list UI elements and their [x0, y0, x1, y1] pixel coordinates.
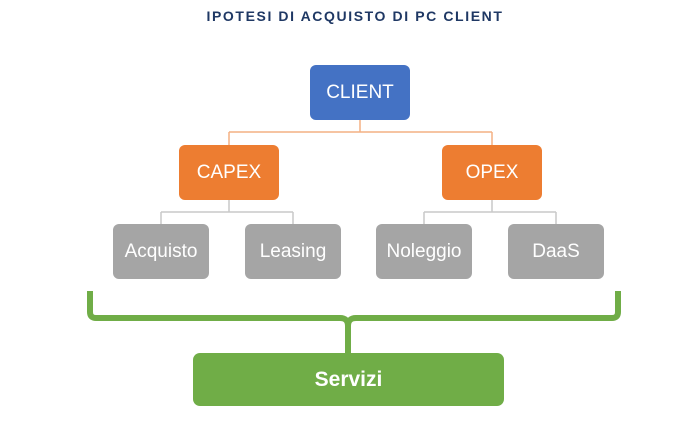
- daas-node: DaaS: [508, 224, 604, 279]
- leasing-node: Leasing: [245, 224, 341, 279]
- root-connector: [228, 120, 493, 145]
- capex-node: CAPEX: [179, 145, 279, 200]
- leasing-label: Leasing: [259, 240, 327, 262]
- opex-connector: [423, 200, 557, 224]
- services-label: Servizi: [314, 367, 383, 391]
- client-label: CLIENT: [326, 81, 394, 103]
- opex-node: OPEX: [442, 145, 542, 200]
- acquisto-label: Acquisto: [124, 240, 198, 262]
- noleggio-node: Noleggio: [376, 224, 472, 279]
- noleggio-label: Noleggio: [386, 240, 462, 262]
- capex-label: CAPEX: [196, 161, 262, 183]
- client-node: CLIENT: [310, 65, 410, 120]
- capex-connector: [160, 200, 294, 224]
- services-bracket: [87, 291, 621, 353]
- opex-label: OPEX: [465, 161, 519, 183]
- acquisto-node: Acquisto: [113, 224, 209, 279]
- daas-label: DaaS: [532, 240, 580, 262]
- diagram-title: IPOTESI DI ACQUISTO DI PC CLIENT: [206, 8, 504, 24]
- services-node: Servizi: [193, 353, 504, 406]
